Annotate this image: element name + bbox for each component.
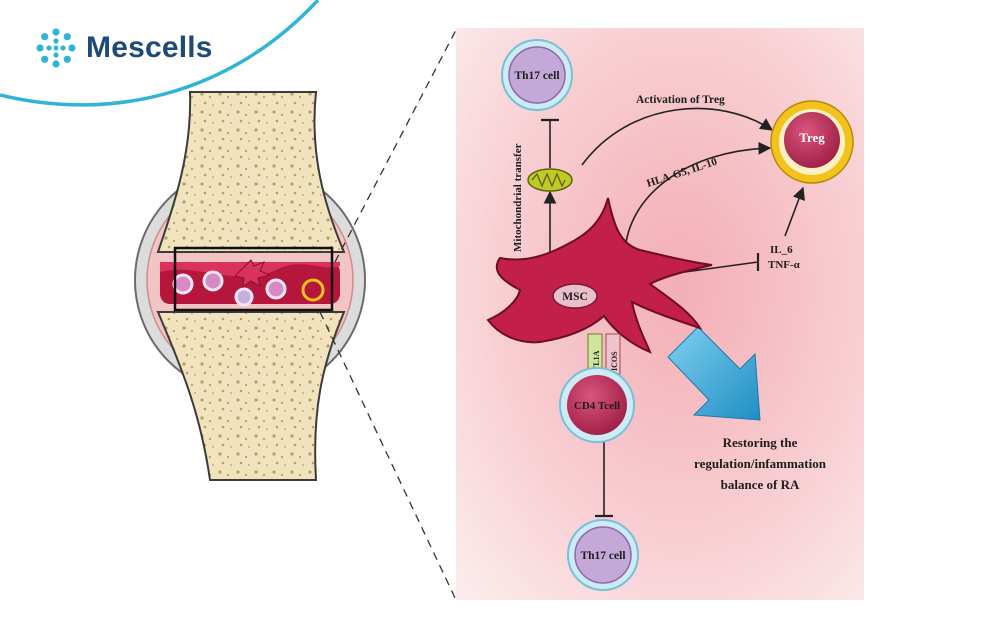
zoom-line-bottom bbox=[319, 311, 457, 601]
cd4-t-cell: CD4 Tcell bbox=[559, 367, 635, 443]
conclusion-line-2: regulation/infammation bbox=[694, 456, 827, 471]
il6-label: IL_6 bbox=[770, 244, 793, 256]
brand-name: Mescells bbox=[86, 31, 213, 64]
tl1a-label: TL1A bbox=[592, 350, 601, 371]
msc-cell: MSC bbox=[486, 197, 713, 354]
joint-cell bbox=[234, 287, 254, 307]
zoom-box bbox=[173, 246, 334, 312]
joint-illustration bbox=[134, 91, 366, 481]
icos-label: ICOS bbox=[610, 351, 619, 371]
joint-cell bbox=[265, 278, 287, 300]
joint-msc bbox=[234, 259, 272, 289]
th17-top-label: Th17 cell bbox=[514, 70, 559, 82]
th17-cell-bottom: Th17 cell bbox=[567, 519, 639, 591]
treg-cell: Treg bbox=[770, 100, 854, 184]
conclusion-line-3: balance of RA bbox=[721, 477, 800, 492]
restoring-arrow-icon bbox=[667, 326, 761, 421]
mito-transfer-label: Mitochondrial transfer bbox=[512, 143, 524, 252]
tnf-label: TNF-α bbox=[768, 259, 801, 271]
zoom-line-top bbox=[334, 29, 457, 263]
il6-to-treg-arrow bbox=[784, 186, 805, 237]
conclusion-line-1: Restoring the bbox=[723, 435, 798, 450]
th17-cell-top: Th17 cell bbox=[501, 39, 573, 111]
hla-arrow bbox=[624, 141, 772, 266]
lower-bone bbox=[156, 311, 346, 481]
brand-swoosh bbox=[0, 0, 320, 107]
joint-cell bbox=[202, 270, 224, 292]
logo-cells-icon bbox=[36, 28, 76, 68]
synovial-inflammation bbox=[160, 262, 340, 304]
upper-bone bbox=[156, 91, 346, 253]
treg-label: Treg bbox=[799, 130, 825, 145]
th17-bottom-label: Th17 cell bbox=[580, 550, 625, 562]
activation-treg-label: Activation of Treg bbox=[636, 94, 725, 106]
joint-cell bbox=[301, 278, 325, 302]
activation-treg-arrow bbox=[581, 107, 774, 166]
mitochondrion-icon bbox=[527, 168, 573, 192]
msc-label: MSC bbox=[562, 291, 588, 303]
brand-logo[interactable]: Mescells bbox=[36, 26, 213, 70]
cd4-label: CD4 Tcell bbox=[574, 400, 620, 412]
joint-cell bbox=[172, 273, 194, 295]
